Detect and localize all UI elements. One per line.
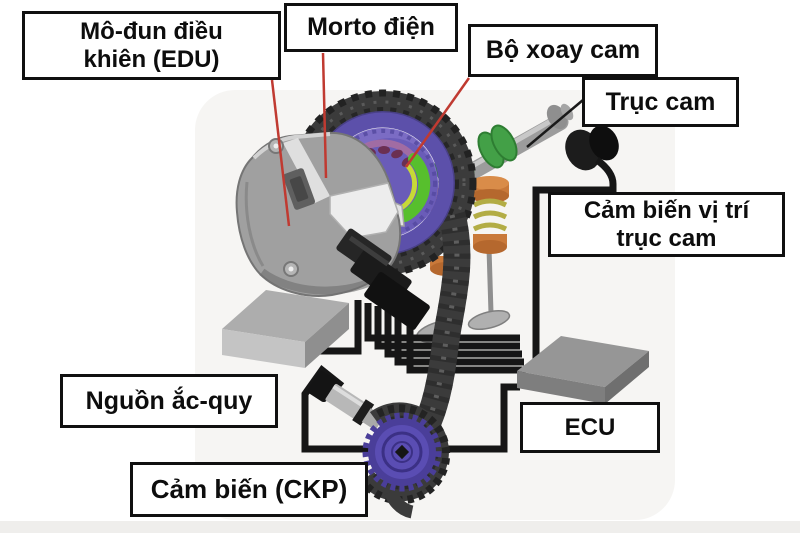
timing-chain-run [415,211,471,428]
label-edu-line1: Mô-đun điều [80,17,223,45]
battery-block [222,290,349,368]
ecu-block [517,336,649,404]
wire-harness [300,157,617,453]
label-battery: Nguồn ắc-quy [60,374,278,428]
label-cam-position-sensor: Cảm biến vị trí trục cam [548,192,785,257]
valve-spring-right [471,176,509,254]
leader-lines [270,52,584,227]
label-edu-line2: khiên (EDU) [83,45,220,73]
cam-sensor-wire [532,157,617,362]
ckp-sensor-wire [301,364,520,453]
label-cam-phaser: Bộ xoay cam [468,24,658,77]
label-cam-position-sensor-line1: Cảm biến vị trí [583,196,750,224]
label-ecu: ECU [520,402,660,453]
label-camshaft: Trục cam [582,77,739,127]
label-edu-module: Mô-đun điều khiên (EDU) [22,11,281,80]
crank-sprocket-illustration [358,402,451,519]
camshaft-leader-line [526,99,584,148]
ckp-sensor-illustration [307,371,385,431]
motor-bracket [329,182,399,239]
edu-leader-line [270,79,291,227]
label-electric-motor: Morto điện [284,3,458,52]
cam-position-sensor-illustration [565,125,619,171]
label-cam-position-sensor-line2: trục cam [616,224,717,252]
edu-connector-stack [336,228,430,330]
label-crank-sensor: Cảm biến (CKP) [130,462,368,517]
phaser-leader-line [404,77,471,168]
motor-leader-line [321,52,328,179]
